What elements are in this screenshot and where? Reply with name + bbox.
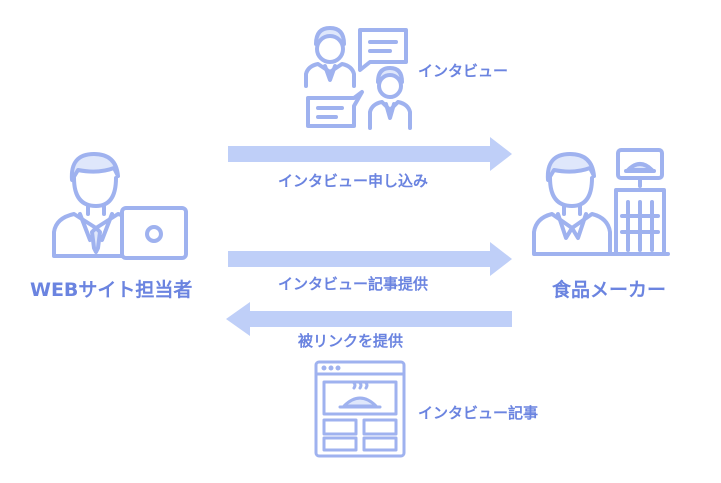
food-maker-label: 食品メーカー xyxy=(552,279,667,301)
web-writer-icon xyxy=(52,152,188,260)
food-maker-icon xyxy=(532,148,670,256)
provide-article-arrow xyxy=(228,242,512,276)
backlink-arrow xyxy=(226,302,512,336)
provide-article-label: インタビュー記事提供 xyxy=(278,275,429,293)
request-label: インタビュー申し込み xyxy=(278,172,429,190)
web-writer-label: WEBサイト担当者 xyxy=(30,279,193,301)
article-page-icon xyxy=(314,360,406,458)
article-label: インタビュー記事 xyxy=(418,404,539,422)
interview-label: インタビュー xyxy=(418,62,509,80)
backlink-label: 被リンクを提供 xyxy=(298,332,404,350)
interview-icon xyxy=(304,26,412,130)
request-arrow xyxy=(228,137,512,171)
